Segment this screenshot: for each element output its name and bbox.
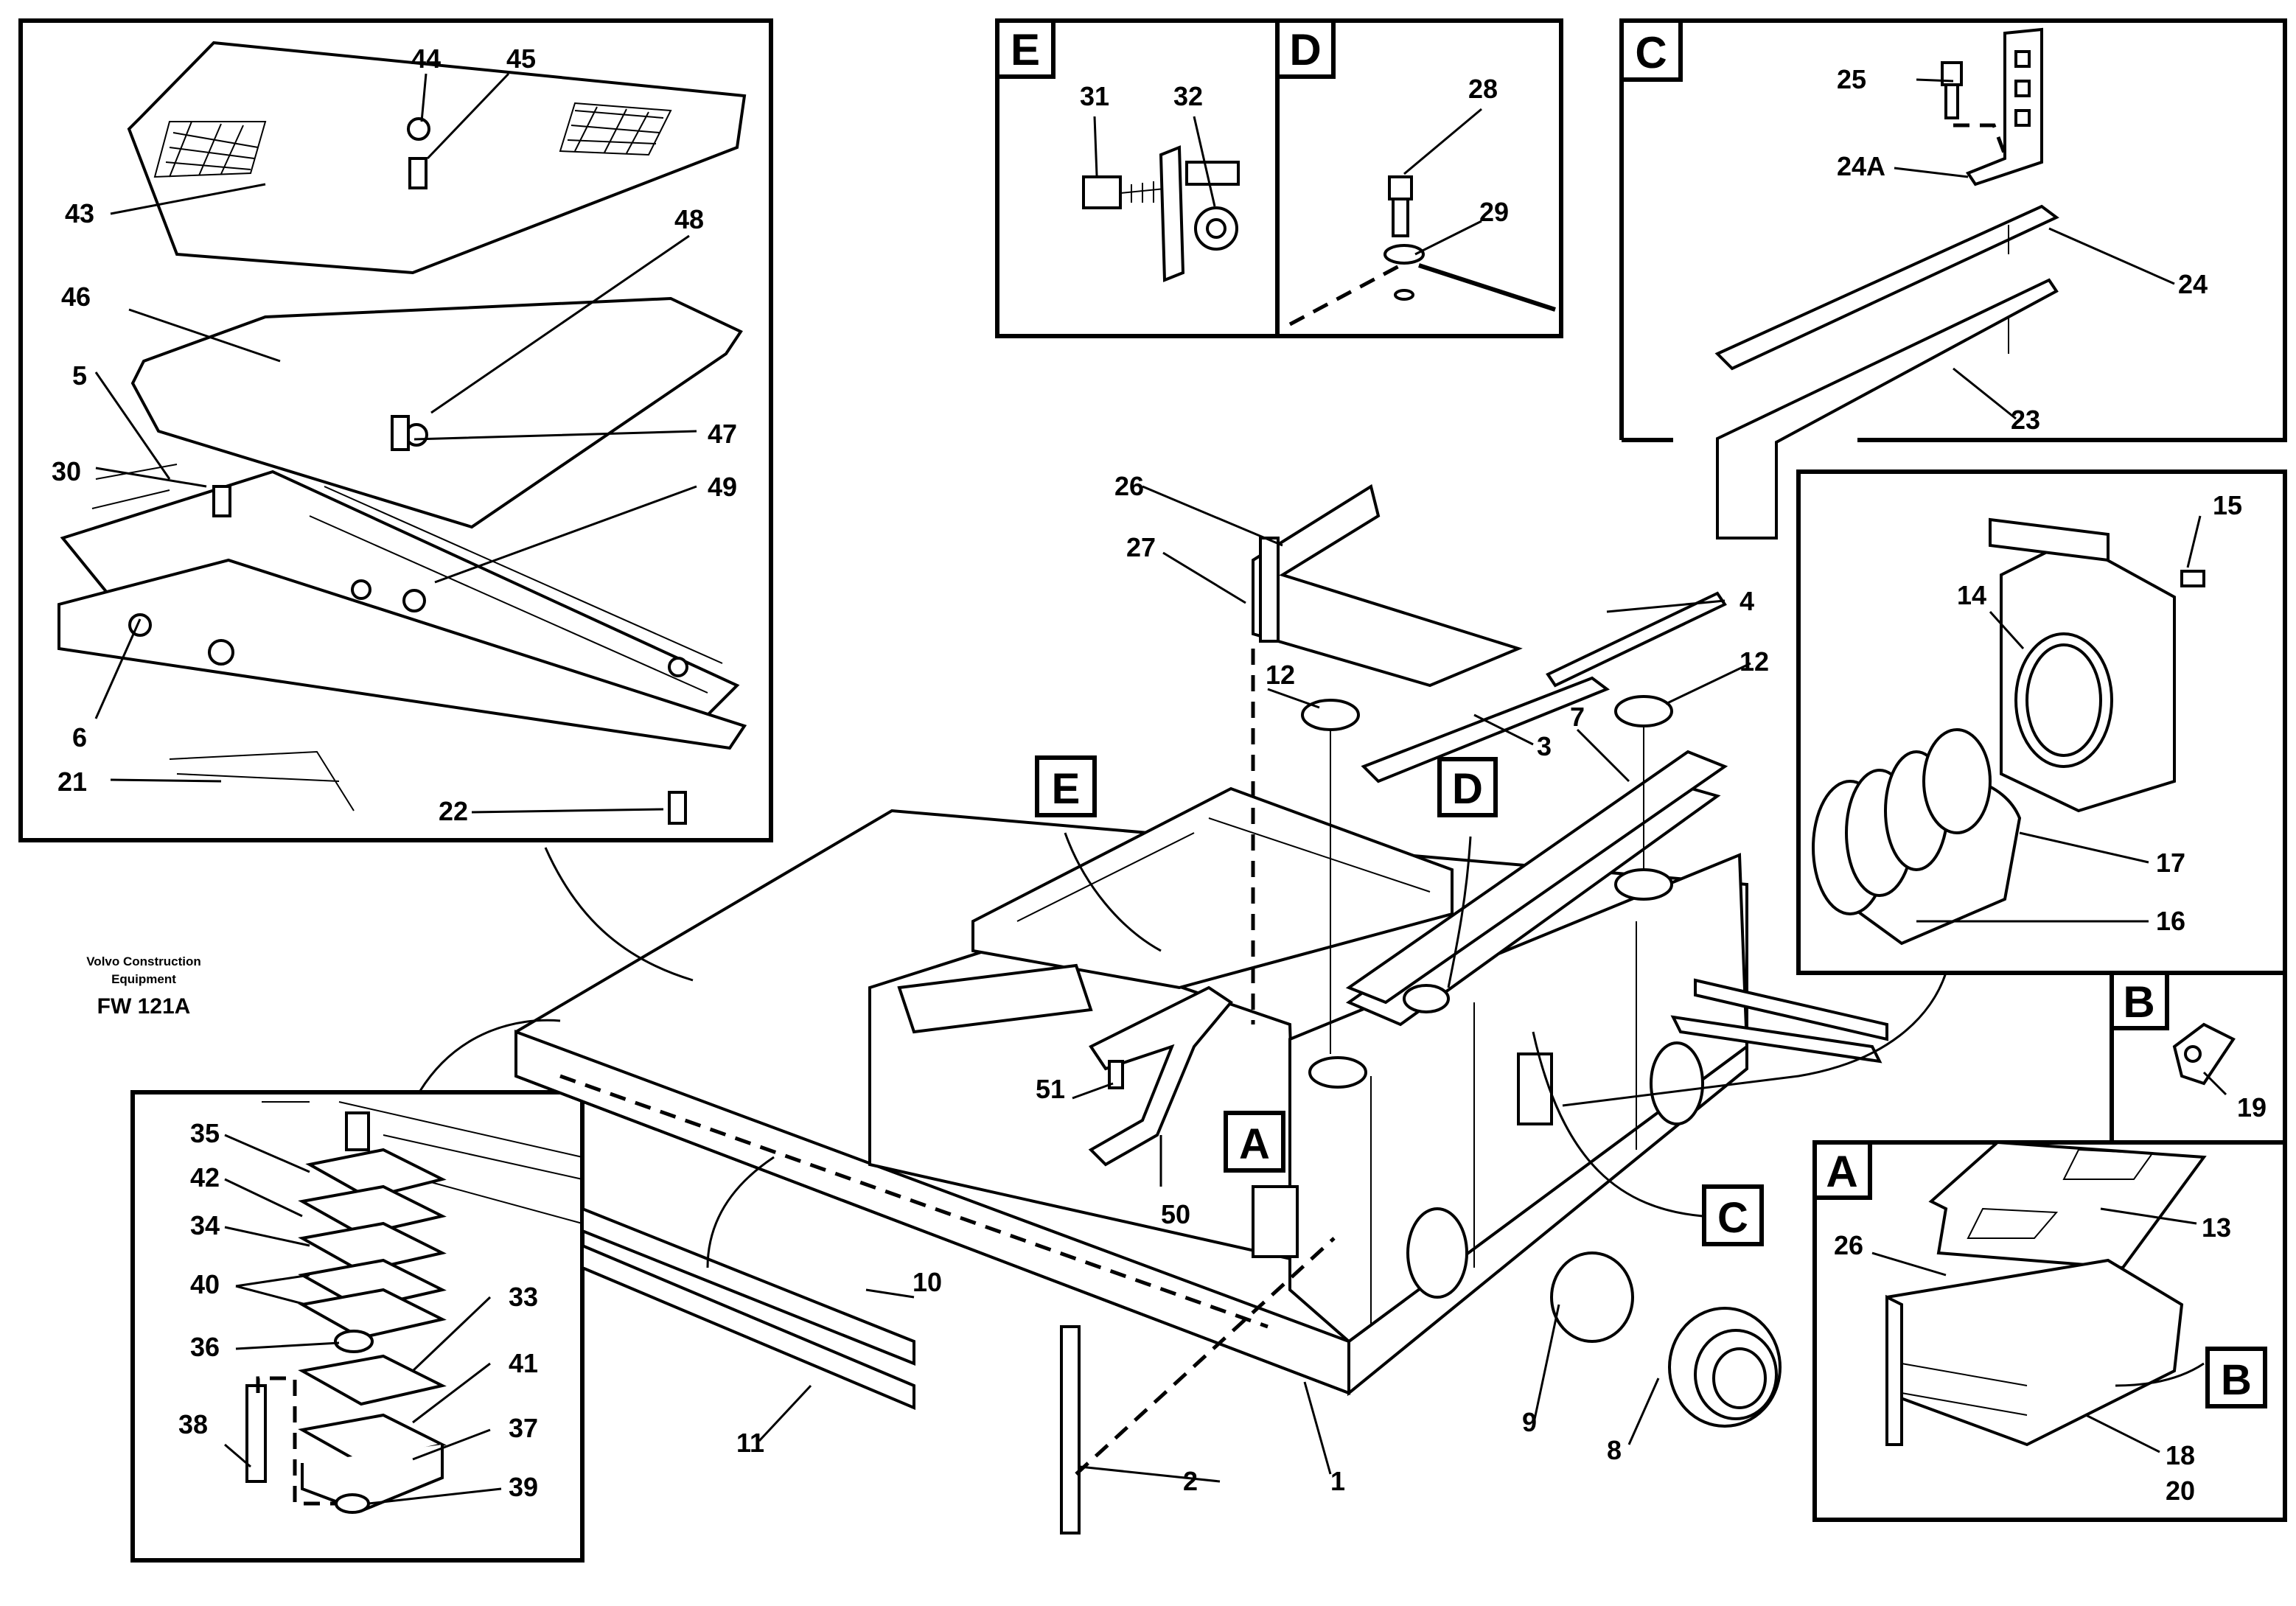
part-label: 1	[1330, 1466, 1345, 1496]
part-label: 35	[190, 1118, 220, 1148]
detail-box-b-letter: B	[2123, 977, 2154, 1027]
part-label: 34	[190, 1210, 220, 1240]
part-label: 4	[1740, 586, 1754, 616]
part-label: 18	[2166, 1440, 2195, 1470]
part-label: 13	[2202, 1212, 2231, 1243]
part-label: 24	[2178, 269, 2208, 299]
part-label: 28	[1468, 74, 1498, 104]
callout-c: C	[1702, 1184, 1764, 1246]
part-label: 44	[411, 43, 441, 74]
part-label: 8	[1607, 1435, 1622, 1465]
detail-box-mount-stack	[130, 1090, 585, 1563]
part-label: 45	[506, 43, 536, 74]
part-label: 2	[1183, 1466, 1198, 1496]
callout-a: A	[1224, 1111, 1285, 1173]
part-label: 27	[1126, 532, 1156, 562]
callout-d: D	[1437, 757, 1498, 817]
part-label: 41	[509, 1348, 538, 1378]
part-label: 6	[72, 722, 87, 753]
panel-floor-plate-detail	[18, 18, 773, 842]
part-label: 23	[2011, 405, 2040, 435]
part-label: 33	[509, 1282, 538, 1312]
part-label: 37	[509, 1413, 538, 1443]
part-label: 17	[2156, 848, 2185, 878]
part-label: 39	[509, 1472, 538, 1502]
part-label: 38	[178, 1409, 208, 1439]
part-label: 43	[65, 198, 94, 228]
detail-box-c: C	[1619, 18, 2287, 540]
part-label: 15	[2213, 490, 2242, 520]
part-label: 49	[708, 472, 737, 502]
part-label: 50	[1161, 1199, 1190, 1229]
main-cab-floor-assembly	[419, 483, 2205, 1535]
part-label: 32	[1173, 81, 1203, 111]
part-label: 3	[1537, 731, 1552, 761]
part-label: 5	[72, 360, 87, 391]
svg-text:D: D	[1452, 765, 1483, 813]
detail-box-c-letter: C	[1635, 28, 1667, 77]
part-number-labels: 44 45 43 48 46 5 47 30 49 6 21 22 31 32 …	[52, 43, 2267, 1506]
callout-e: E	[1035, 755, 1097, 817]
detail-box-a: A	[1812, 1140, 2287, 1522]
publisher-line2: Equipment	[111, 972, 176, 986]
detail-box-a-letter: A	[1826, 1147, 1857, 1196]
part-label: 40	[190, 1269, 220, 1299]
svg-text:C: C	[1717, 1194, 1748, 1242]
publisher-credit: Volvo Construction Equipment FW 121A	[86, 954, 201, 1019]
part-label: 25	[1837, 64, 1866, 94]
svg-text:B: B	[2221, 1356, 2252, 1404]
part-label: 46	[61, 282, 91, 312]
part-label: 29	[1479, 197, 1509, 227]
detail-box-e: E	[995, 18, 1280, 338]
part-label: 11	[736, 1428, 764, 1458]
part-label: 19	[2237, 1092, 2267, 1123]
part-label: 51	[1036, 1074, 1065, 1104]
detail-box-d-letter: D	[1289, 25, 1321, 74]
drawing-code: FW 121A	[97, 994, 191, 1019]
detail-box-d: D	[1275, 18, 1563, 338]
part-label: 31	[1080, 81, 1109, 111]
callout-b: B	[2205, 1347, 2267, 1408]
svg-text:E: E	[1052, 765, 1081, 813]
part-label: 9	[1522, 1407, 1537, 1437]
part-label: 26	[1114, 471, 1144, 501]
detail-box-e-letter: E	[1011, 25, 1040, 74]
publisher-line1: Volvo Construction	[86, 954, 201, 968]
part-label: 21	[57, 767, 87, 797]
part-label: 42	[190, 1162, 220, 1193]
part-label: 22	[439, 796, 468, 826]
part-label: 16	[2156, 906, 2185, 936]
part-label: 14	[1957, 580, 1986, 610]
part-label: 24A	[1837, 151, 1885, 181]
part-label: 20	[2166, 1476, 2195, 1506]
part-label: 26	[1834, 1230, 1863, 1260]
part-label: 48	[674, 204, 704, 234]
part-label: 10	[913, 1267, 942, 1297]
svg-text:A: A	[1239, 1120, 1270, 1168]
part-label: 7	[1570, 702, 1585, 732]
detail-box-hose	[1796, 469, 2287, 975]
part-label: 12	[1266, 660, 1295, 690]
part-label: 12	[1740, 646, 1769, 677]
part-label: 36	[190, 1332, 220, 1362]
part-label: 47	[708, 419, 737, 449]
part-label: 30	[52, 456, 81, 486]
